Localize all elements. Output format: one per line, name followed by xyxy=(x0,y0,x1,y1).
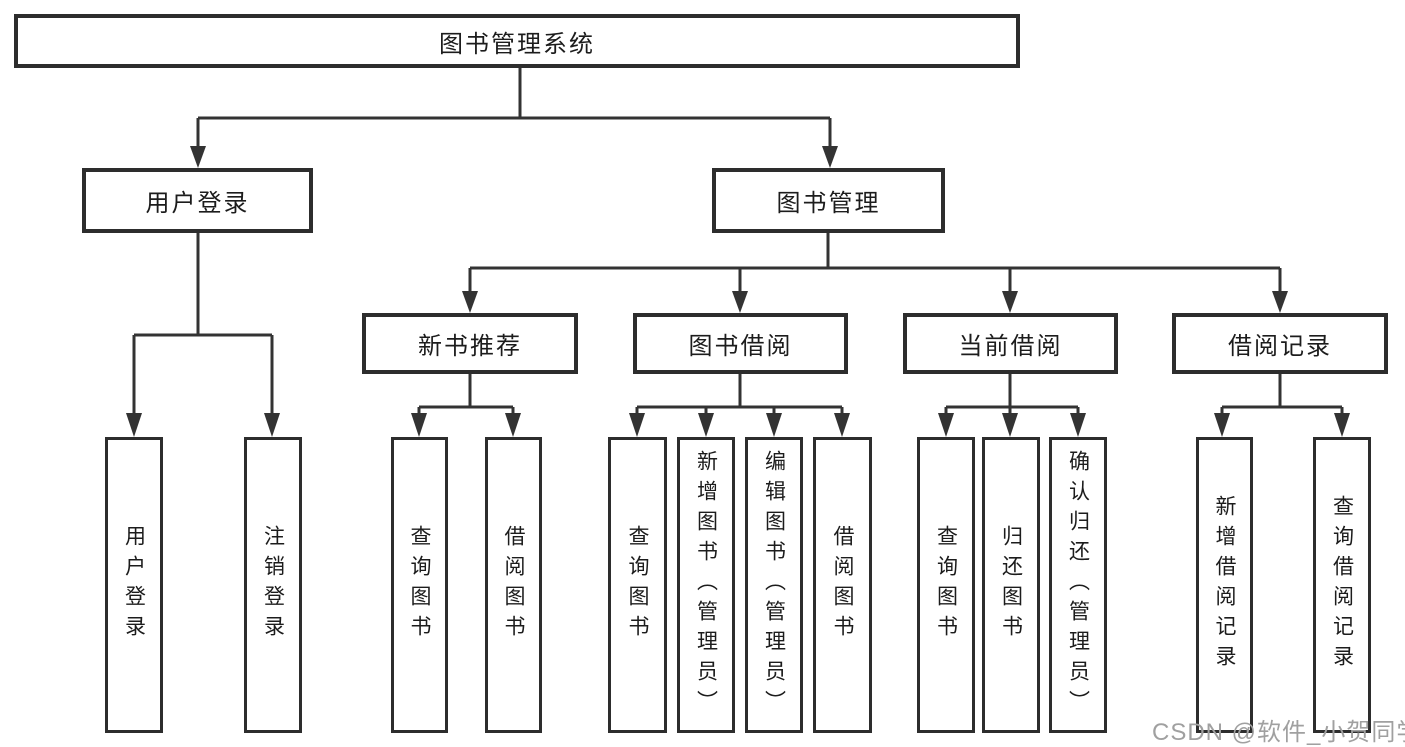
leaf-query-borrow-record: 查询借阅记录 xyxy=(1313,437,1371,733)
leaf-add-borrow-record: 新增借阅记录 xyxy=(1196,437,1253,733)
node-new-book-recommend-label: 新书推荐 xyxy=(418,333,522,360)
leaf-current-query-books-label: 查询图书 xyxy=(934,525,958,645)
leaf-recommend-query-books: 查询图书 xyxy=(391,437,448,733)
leaf-edit-books-admin: 编辑图书（管理员） xyxy=(745,437,803,733)
node-book-borrow-label: 图书借阅 xyxy=(688,333,793,360)
leaf-logout: 注销登录 xyxy=(244,437,302,733)
leaf-borrow-books: 借阅图书 xyxy=(813,437,872,733)
leaf-add-books-admin: 新增图书（管理员） xyxy=(677,437,735,733)
leaf-add-borrow-record-label: 新增借阅记录 xyxy=(1213,495,1236,675)
node-root-system: 图书管理系统 xyxy=(14,14,1020,68)
node-book-management: 图书管理 xyxy=(712,168,945,233)
node-user-login-label: 用户登录 xyxy=(145,190,250,217)
node-book-borrow: 图书借阅 xyxy=(633,313,848,374)
node-current-borrow: 当前借阅 xyxy=(903,313,1118,374)
leaf-borrow-books-label: 借阅图书 xyxy=(831,525,854,645)
node-user-login: 用户登录 xyxy=(82,168,313,233)
leaf-confirm-return-admin-label: 确认归还（管理员） xyxy=(1066,450,1090,720)
leaf-add-books-admin-label: 新增图书（管理员） xyxy=(694,450,718,720)
node-borrow-record-label: 借阅记录 xyxy=(1228,333,1332,360)
node-new-book-recommend: 新书推荐 xyxy=(362,313,578,374)
leaf-return-books: 归还图书 xyxy=(982,437,1040,733)
leaf-borrow-query-books-label: 查询图书 xyxy=(626,525,649,645)
node-borrow-record: 借阅记录 xyxy=(1172,313,1388,374)
leaf-logout-label: 注销登录 xyxy=(261,525,285,645)
leaf-borrow-query-books: 查询图书 xyxy=(608,437,667,733)
leaf-edit-books-admin-label: 编辑图书（管理员） xyxy=(762,450,786,720)
node-current-borrow-label: 当前借阅 xyxy=(958,333,1063,360)
leaf-user-login-label: 用户登录 xyxy=(122,525,146,645)
leaf-confirm-return-admin: 确认归还（管理员） xyxy=(1049,437,1107,733)
leaf-recommend-query-books-label: 查询图书 xyxy=(408,525,431,645)
leaf-recommend-borrow-books-label: 借阅图书 xyxy=(502,525,525,645)
leaf-return-books-label: 归还图书 xyxy=(999,525,1023,645)
leaf-current-query-books: 查询图书 xyxy=(917,437,975,733)
csdn-watermark: CSDN @软件_小贺同学 xyxy=(1152,719,1405,746)
node-book-management-label: 图书管理 xyxy=(776,190,881,217)
node-root-system-label: 图书管理系统 xyxy=(439,30,595,58)
leaf-query-borrow-record-label: 查询借阅记录 xyxy=(1330,495,1354,675)
leaf-user-login: 用户登录 xyxy=(105,437,163,733)
leaf-recommend-borrow-books: 借阅图书 xyxy=(485,437,542,733)
